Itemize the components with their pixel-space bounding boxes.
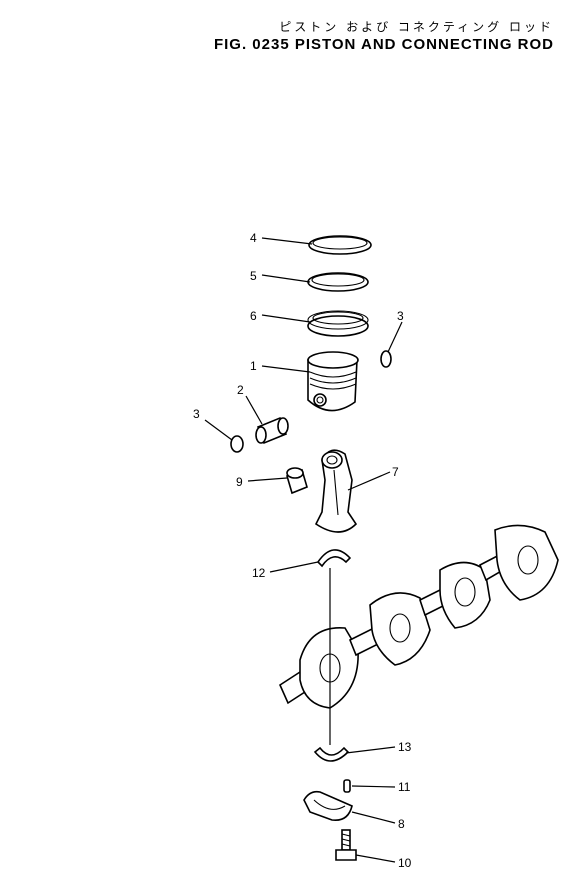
piston-ring-second bbox=[307, 272, 369, 292]
callout-7: 7 bbox=[392, 465, 399, 479]
callout-3-left: 3 bbox=[193, 407, 200, 421]
lower-bearing-shell bbox=[313, 746, 350, 762]
callout-6: 6 bbox=[250, 309, 257, 323]
upper-bearing-shell bbox=[316, 549, 352, 568]
connecting-rod-bolt bbox=[335, 829, 357, 861]
crankshaft bbox=[278, 524, 559, 709]
dowel-pin bbox=[343, 779, 351, 793]
callout-9: 9 bbox=[236, 475, 243, 489]
callout-12: 12 bbox=[252, 566, 266, 580]
callout-10: 10 bbox=[398, 856, 412, 870]
piston bbox=[307, 351, 359, 412]
snap-ring-left bbox=[230, 435, 244, 453]
callout-3-right: 3 bbox=[397, 309, 404, 323]
connecting-rod bbox=[314, 449, 358, 533]
callout-8: 8 bbox=[398, 817, 405, 831]
callout-5: 5 bbox=[250, 269, 257, 283]
callout-2: 2 bbox=[237, 383, 244, 397]
small-end-bushing bbox=[286, 467, 308, 495]
leader-lines bbox=[204, 237, 403, 863]
piston-pin bbox=[255, 416, 289, 445]
oil-ring bbox=[307, 310, 369, 337]
connecting-rod-cap bbox=[303, 790, 353, 822]
callout-4: 4 bbox=[250, 231, 257, 245]
snap-ring-right bbox=[380, 350, 392, 368]
callout-11: 11 bbox=[398, 780, 411, 794]
figure-title: FIG. 0235 PISTON AND CONNECTING ROD bbox=[213, 36, 554, 53]
piston-ring-top bbox=[308, 235, 372, 255]
japanese-title: ピストン および コネクティング ロッド bbox=[279, 20, 554, 34]
callout-13: 13 bbox=[398, 740, 412, 754]
callout-1: 1 bbox=[250, 359, 257, 373]
